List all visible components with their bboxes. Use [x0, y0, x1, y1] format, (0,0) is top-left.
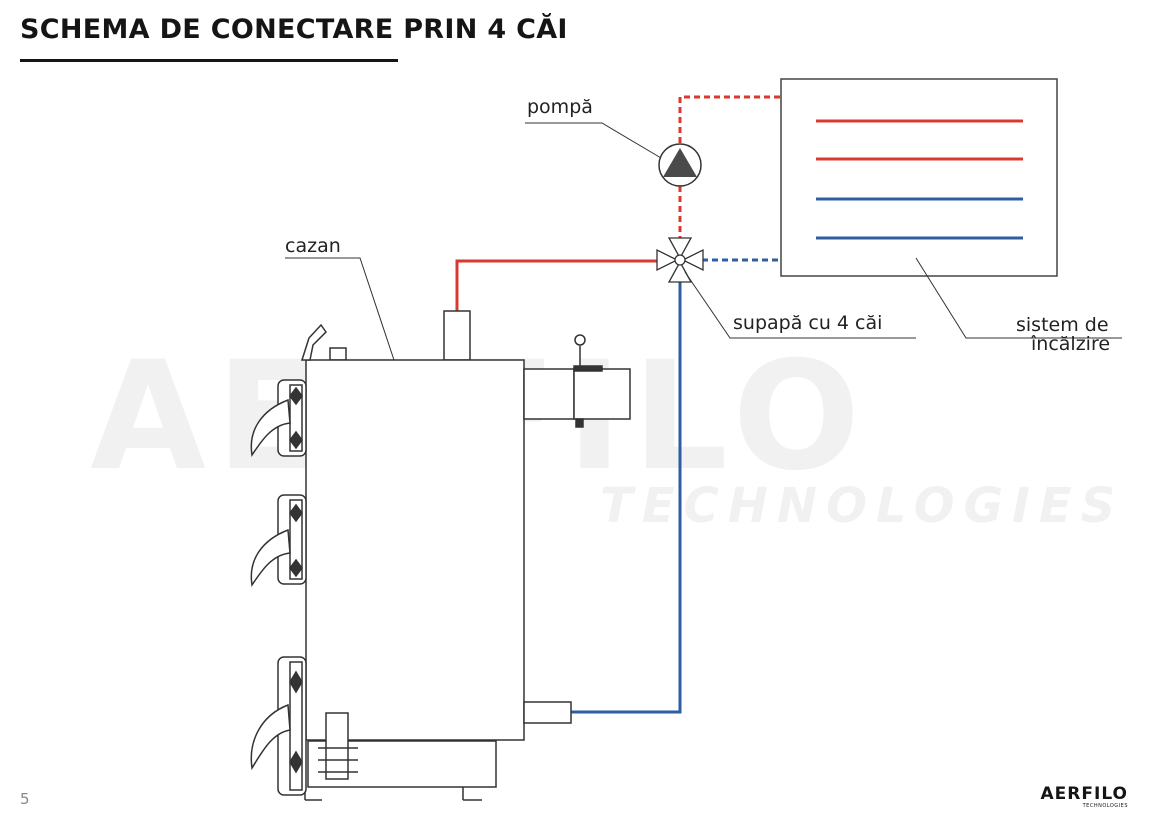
fan-lever [573, 334, 603, 428]
boiler-fan-unit [573, 368, 631, 420]
logo-tagline: TECHNOLOGIES [1082, 803, 1128, 809]
four-way-valve-icon [656, 237, 704, 283]
boiler-label: cazan [285, 235, 341, 257]
boiler-vent [300, 323, 327, 361]
logo-wordmark: AERFILO [1040, 784, 1128, 804]
boiler-flow-outlet [443, 310, 471, 361]
boiler-burner [325, 712, 349, 780]
boiler [304, 310, 631, 801]
brand-logo: AERFILO TECHNOLOGIES [1022, 784, 1128, 810]
heating-system-label-line2: încălzire [1031, 333, 1111, 355]
hot-water-pipes [455, 95, 780, 312]
boiler-door-top [250, 379, 307, 458]
page-number: 5 [20, 790, 30, 808]
pump-label: pompă [527, 96, 593, 118]
heating-system-label-line1: sistem de [1016, 314, 1109, 336]
cold-water-pipes [571, 258, 781, 714]
boiler-return-inlet [523, 701, 572, 724]
boiler-door-bottom [250, 656, 307, 796]
label-leaders [285, 122, 1122, 397]
boiler-door-middle [250, 494, 307, 588]
boiler-flue-duct [523, 368, 575, 420]
boiler-body [305, 359, 525, 741]
pump-icon [658, 143, 702, 187]
valve-label: supapă cu 4 căi [733, 312, 883, 334]
title-underline [20, 59, 398, 62]
page-title: SCHEMA DE CONECTARE PRIN 4 CĂI [20, 14, 568, 45]
boiler-small-port [329, 347, 347, 361]
watermark-tagline: TECHNOLOGIES [600, 478, 1125, 534]
heating-system-box [780, 78, 1058, 277]
